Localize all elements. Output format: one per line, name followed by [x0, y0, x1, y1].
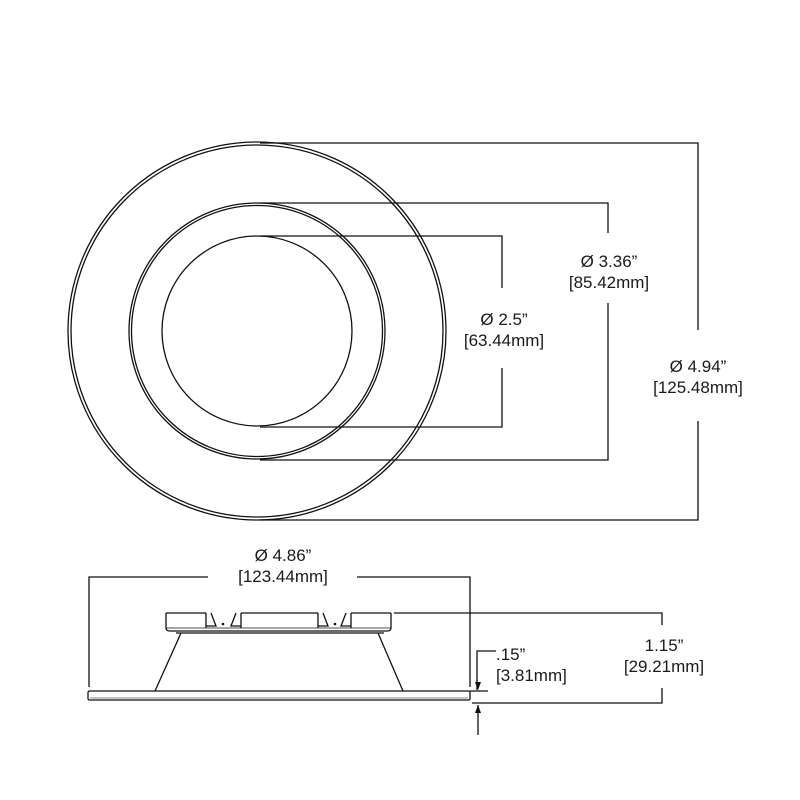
clip-right-pin: [333, 622, 337, 626]
dim-label-height: 1.15” [29.21mm]: [608, 635, 720, 677]
dim-line-inner: [260, 235, 503, 288]
dim-label-outer-in: Ø 4.94”: [669, 357, 727, 376]
dim-label-height-in: 1.15”: [644, 636, 684, 655]
side-view: [87, 576, 663, 735]
dim-label-middle-in: Ø 3.36”: [580, 252, 638, 271]
dim-label-outer-mm: [125.48mm]: [653, 378, 743, 397]
dim-label-height-mm: [29.21mm]: [623, 657, 705, 676]
dim-label-thickness-in: .15”: [496, 645, 526, 664]
middle-circle: [128, 202, 386, 460]
dim-label-thickness-mm: [3.81mm]: [496, 666, 567, 685]
arrow-up-icon: [475, 705, 481, 713]
body-right-taper: [377, 632, 404, 692]
dim-line-outer-bottom: [260, 421, 699, 521]
dim-line-middle: [260, 202, 609, 233]
dim-label-outer: Ø 4.94” [125.48mm]: [636, 356, 760, 398]
dim-line-inner-bottom: [260, 368, 503, 428]
dim-label-width-mm: [123.44mm]: [238, 567, 328, 586]
clip-left-pin: [221, 622, 225, 626]
outer-circle: [67, 141, 447, 521]
arrow-down-icon: [475, 682, 481, 690]
top-housing: [165, 613, 392, 632]
dim-line-outer: [260, 142, 699, 330]
dim-label-middle-mm: [85.42mm]: [568, 273, 650, 292]
outer-circle-inner-edge: [70, 144, 444, 518]
dim-line-height-bottom: [472, 688, 663, 704]
clip-left: [205, 612, 242, 628]
dim-line-middle-bottom: [260, 303, 609, 461]
dim-line-width-right: [357, 576, 471, 687]
top-view: [67, 141, 699, 521]
dim-line-thickness-leader: [476, 650, 496, 690]
base-flange: [87, 690, 471, 701]
middle-circle-inner-edge: [130, 204, 384, 458]
dim-label-inner-mm: [63.44mm]: [463, 331, 545, 350]
clip-right: [317, 612, 352, 628]
dim-label-thickness: .15” [3.81mm]: [496, 644, 567, 686]
dim-label-middle: Ø 3.36” [85.42mm]: [553, 251, 665, 293]
inner-circle: [161, 235, 353, 427]
dim-label-width: Ø 4.86” [123.44mm]: [218, 545, 348, 587]
dim-line-height-top: [394, 612, 663, 625]
dim-label-inner: Ø 2.5” [63.44mm]: [448, 309, 560, 351]
dim-label-width-in: Ø 4.86”: [254, 546, 312, 565]
dim-label-inner-in: Ø 2.5”: [480, 310, 528, 329]
body-left-taper: [154, 632, 182, 692]
dim-line-width-left: [88, 576, 208, 687]
